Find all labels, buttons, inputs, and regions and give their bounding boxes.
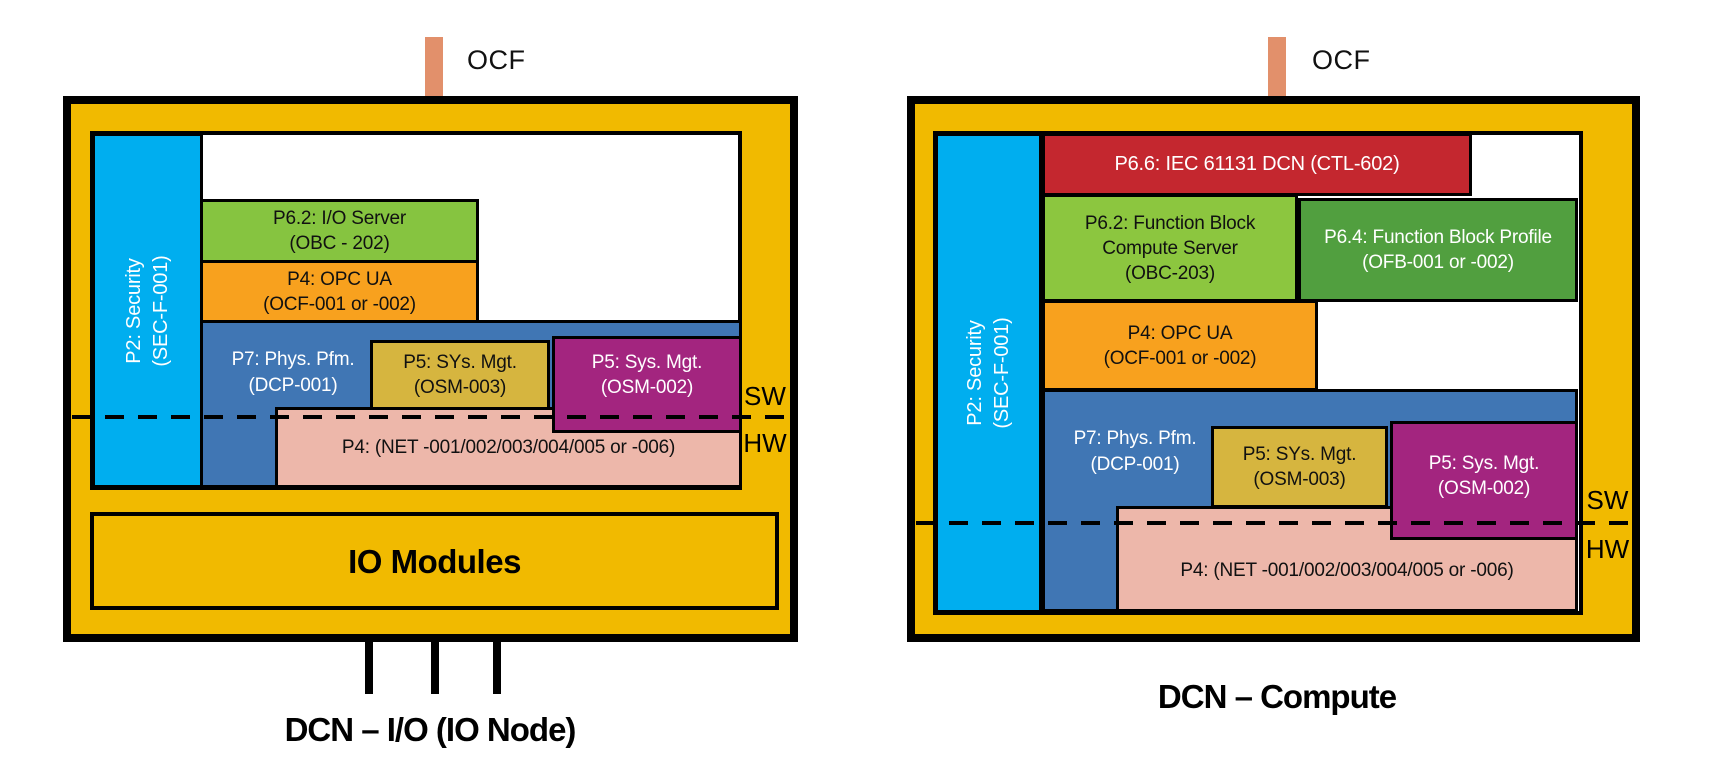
fb-profile-box: P6.4: Function Block Profile (OFB-001 or… [1298, 198, 1578, 302]
sys-mgt-osm003-box: P5: SYs. Mgt. (OSM-003) [1211, 426, 1388, 508]
opc-ua-box: P4: OPC UA (OCF-001 or -002) [200, 260, 479, 323]
io-port-stub [493, 642, 501, 694]
iec-61131-dcn-box: P6.6: IEC 61131 DCN (CTL-602) [1042, 133, 1472, 196]
sw-label: SW [744, 381, 786, 411]
sys-mgt-osm003-box: P5: SYs. Mgt. (OSM-003) [370, 340, 550, 410]
security-bar-label: P2: Security (SEC-F-001) [963, 317, 1013, 429]
sw-hw-boundary-line [916, 521, 1632, 525]
opc-ua-box: P4: OPC UA (OCF-001 or -002) [1042, 300, 1318, 391]
security-bar: P2: Security (SEC-F-001) [92, 133, 203, 488]
ocf-connector-tab [1268, 37, 1286, 96]
ocf-label: OCF [1312, 45, 1371, 75]
hw-label: HW [1585, 534, 1630, 564]
dcn-io-caption: DCN – I/O (IO Node) [284, 711, 577, 748]
io-modules-box: IO Modules [90, 512, 779, 610]
ocf-label: OCF [467, 45, 526, 75]
dcn-compute-caption: DCN – Compute [1157, 678, 1397, 715]
io-port-stub [365, 642, 373, 694]
phys-platform-label: P7: Phys. Pfm. (DCP-001) [1073, 428, 1197, 475]
sw-hw-boundary-line [72, 415, 788, 419]
security-bar: P2: Security (SEC-F-001) [935, 133, 1042, 613]
sw-label: SW [1586, 485, 1629, 515]
fb-compute-server-box: P6.2: Function Block Compute Server (OBC… [1042, 194, 1298, 302]
io-server-box: P6.2: I/O Server (OBC - 202) [200, 199, 479, 263]
ocf-connector-tab [425, 37, 443, 96]
phys-platform-label: P7: Phys. Pfm. (DCP-001) [231, 349, 355, 396]
sys-mgt-osm002-box: P5: Sys. Mgt. (OSM-002) [1390, 421, 1578, 540]
io-port-stub [431, 642, 439, 694]
hw-label: HW [743, 428, 787, 458]
security-bar-label: P2: Security (SEC-F-001) [122, 254, 172, 367]
net-box: P4: (NET -001/002/003/004/005 or -006) [275, 407, 742, 488]
